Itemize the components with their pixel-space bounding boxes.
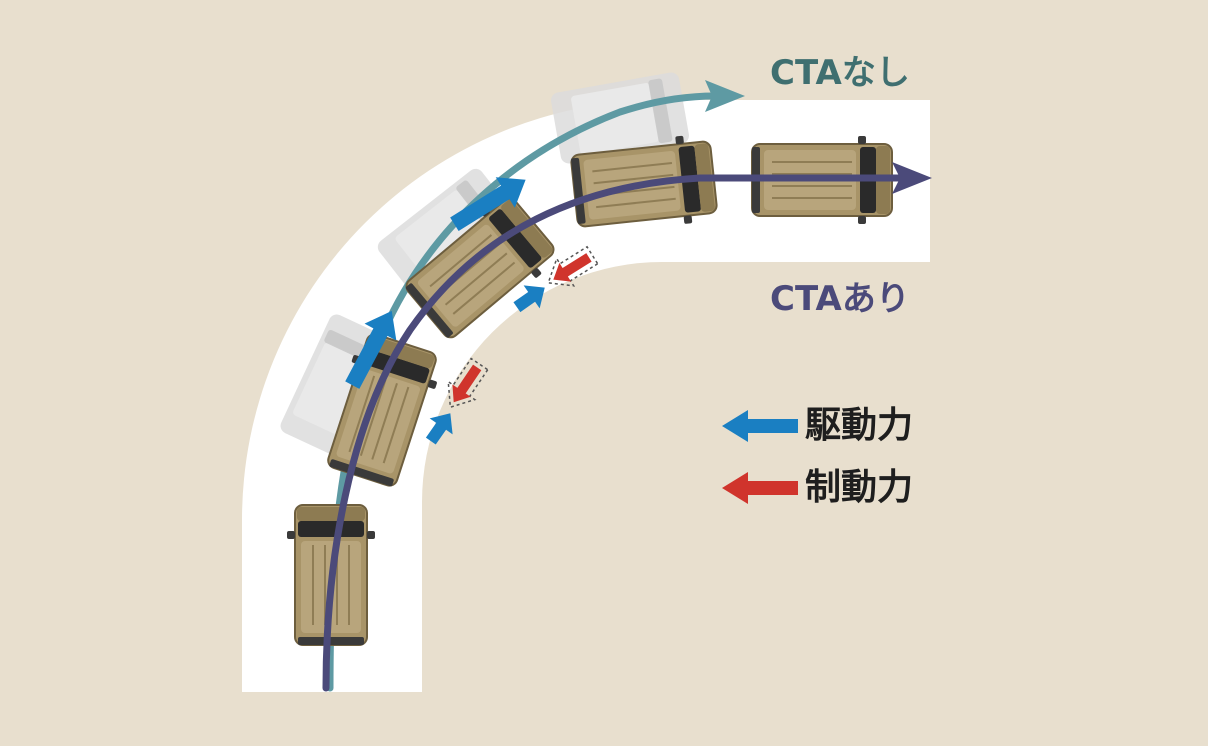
arrow-icon	[425, 413, 453, 445]
arrow-icon	[452, 364, 482, 403]
legend-brake-label: 制動力	[805, 467, 914, 508]
arrow-icon	[722, 472, 798, 504]
brake-arrows	[447, 245, 599, 409]
arrow-icon	[345, 310, 397, 389]
label-without-cta: CTAなし	[770, 53, 910, 93]
arrow-icon	[892, 162, 932, 194]
legend-drive-label: 駆動力	[805, 405, 914, 446]
path-with-cta	[322, 174, 904, 692]
drive-arrows	[345, 177, 545, 445]
arrow-icon	[722, 410, 798, 442]
arrow-icon	[705, 80, 745, 112]
arrow-icon	[450, 177, 526, 232]
arrow-icon	[553, 253, 592, 282]
label-with-cta: CTAあり	[770, 279, 910, 319]
arrow-icon	[513, 285, 545, 313]
